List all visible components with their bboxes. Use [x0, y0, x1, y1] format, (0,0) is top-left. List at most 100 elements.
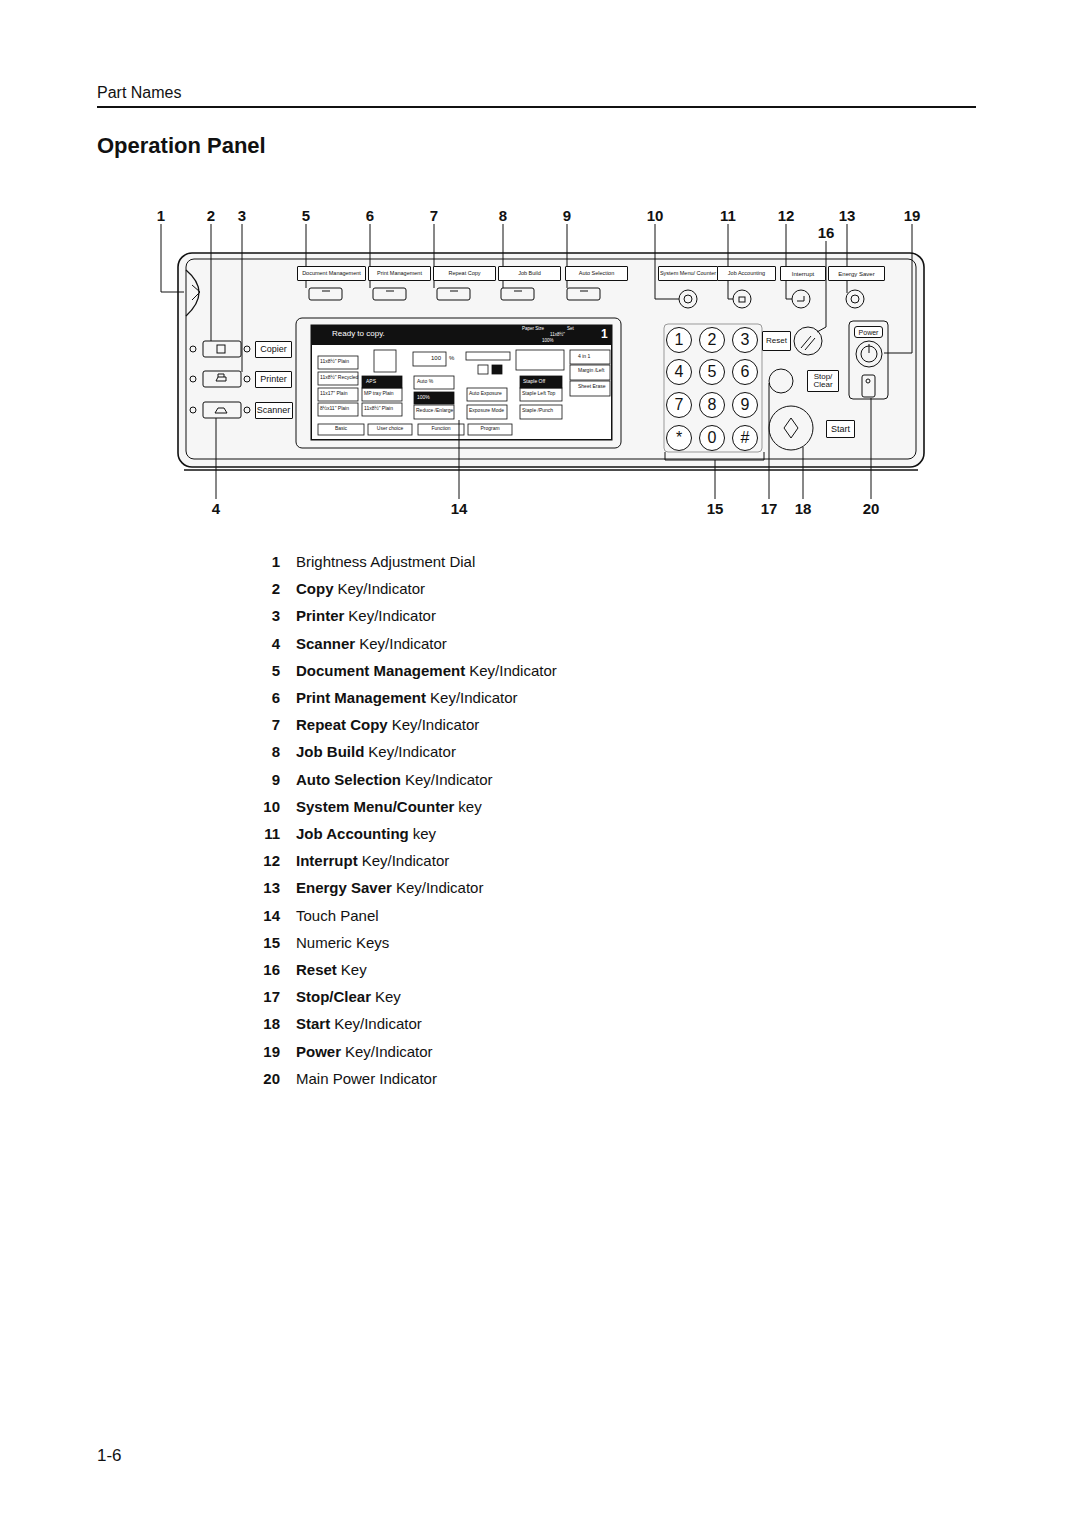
- list-number: 9: [272, 771, 280, 788]
- key-text: 0: [708, 430, 717, 446]
- screen-text: 4 in 1: [578, 354, 590, 360]
- list-number: 17: [263, 988, 280, 1005]
- list-number: 5: [272, 662, 280, 679]
- key-label-box: Job Build: [498, 266, 561, 281]
- part-name: Power: [296, 1043, 341, 1060]
- screen-text: Margin /Left: [578, 368, 604, 374]
- list-number: 16: [263, 961, 280, 978]
- screen-text: Basic: [335, 426, 347, 432]
- screen-text: Auto Exposure: [469, 391, 502, 397]
- key-text: 2: [708, 332, 717, 348]
- numeric-key: 7: [666, 392, 692, 418]
- part-description: Key: [375, 988, 401, 1005]
- part-name: Scanner: [296, 635, 355, 652]
- list-number: 12: [263, 852, 280, 869]
- key-label-box: Repeat Copy: [433, 266, 496, 281]
- part-name: Repeat Copy: [296, 716, 388, 733]
- key-text: #: [741, 430, 750, 446]
- screen-text: Reduce /Enlarge: [416, 408, 453, 414]
- numeric-key: 5: [699, 359, 725, 385]
- key-text: 8: [708, 397, 717, 413]
- screen-text: 1: [601, 328, 608, 342]
- numeric-key: 6: [732, 359, 758, 385]
- callout-number: 12: [778, 207, 795, 224]
- screen-status: Ready to copy.: [332, 330, 385, 338]
- key-text: 6: [741, 364, 750, 380]
- part-name: Copy: [296, 580, 334, 597]
- key-label-box: Power: [854, 326, 883, 338]
- part-name: Start: [296, 1015, 330, 1032]
- page-text: Part Names: [97, 84, 181, 102]
- part-name: Job Accounting: [296, 825, 409, 842]
- part-description: Key/Indicator: [338, 580, 426, 597]
- list-number: 14: [263, 907, 280, 924]
- numeric-key: 2: [699, 327, 725, 353]
- key-label-box: Start: [826, 420, 855, 438]
- key-text: *: [676, 430, 682, 446]
- key-label-box: Stop/ Clear: [807, 370, 839, 392]
- list-number: 11: [264, 825, 280, 842]
- list-number: 10: [263, 798, 280, 815]
- touch-panel: Ready to copy.: [311, 325, 612, 440]
- numeric-key: 9: [732, 392, 758, 418]
- part-description: key: [413, 825, 436, 842]
- part-description: Key: [341, 961, 367, 978]
- part-name: Stop/Clear: [296, 988, 371, 1005]
- key-text: Scanner: [257, 406, 291, 415]
- callout-number: 10: [647, 207, 664, 224]
- part-description: Main Power Indicator: [296, 1070, 437, 1087]
- callout-number: 18: [795, 500, 812, 517]
- part-name: Document Management: [296, 662, 465, 679]
- numeric-key: 8: [699, 392, 725, 418]
- callout-number: 16: [818, 224, 835, 241]
- screen-text: %: [449, 355, 454, 362]
- part-name: Print Management: [296, 689, 426, 706]
- screen-text: 8½x11" Plain: [320, 406, 349, 412]
- part-description: key: [458, 798, 481, 815]
- key-label-box: Interrupt: [780, 266, 826, 281]
- screen-text: Function: [431, 426, 450, 432]
- key-label-box: Document Management: [297, 266, 366, 281]
- callout-number: 1: [157, 207, 165, 224]
- part-description: Key/Indicator: [345, 1043, 433, 1060]
- key-text: System Menu/ Counter: [660, 271, 716, 277]
- key-text: Document Management: [302, 271, 361, 277]
- part-description: Key/Indicator: [334, 1015, 422, 1032]
- part-description: Numeric Keys: [296, 934, 389, 951]
- callout-number: 13: [839, 207, 856, 224]
- screen-text: Paper Size: [522, 326, 544, 331]
- part-description: Key/Indicator: [348, 607, 436, 624]
- page-title: Operation Panel: [97, 133, 266, 158]
- screen-text: Staple /Punch: [522, 408, 553, 414]
- key-label-box: Printer: [255, 371, 292, 388]
- screen-text: Auto %: [417, 379, 433, 385]
- key-text: Job Accounting: [728, 271, 765, 277]
- screen-text: Exposure Mode: [469, 408, 504, 414]
- key-text: 3: [741, 332, 750, 348]
- part-name: Interrupt: [296, 852, 358, 869]
- part-description: Key/Indicator: [392, 716, 480, 733]
- key-label-box: Scanner: [255, 402, 293, 419]
- callout-number: 4: [212, 500, 220, 517]
- screen-text: 100%: [542, 338, 554, 343]
- callout-number: 3: [238, 207, 246, 224]
- key-text: 4: [675, 364, 684, 380]
- list-number: 3: [272, 607, 280, 624]
- part-description: Key/Indicator: [368, 743, 456, 760]
- screen-text: Staple Left Top: [522, 391, 555, 397]
- key-text: Power: [859, 329, 879, 336]
- callout-number: 9: [563, 207, 571, 224]
- numeric-key: 3: [732, 327, 758, 353]
- screen-text: Program: [480, 426, 499, 432]
- part-description: Key/Indicator: [359, 635, 447, 652]
- part-name: Reset: [296, 961, 337, 978]
- key-label-box: Print Management: [368, 266, 431, 281]
- list-number: 7: [272, 716, 280, 733]
- list-number: 19: [263, 1043, 280, 1060]
- key-text: Stop/ Clear: [808, 373, 838, 389]
- callout-number: 6: [366, 207, 374, 224]
- part-description: Key/Indicator: [430, 689, 518, 706]
- part-name: System Menu/Counter: [296, 798, 454, 815]
- callout-number: 14: [451, 500, 468, 517]
- callout-number: 20: [863, 500, 880, 517]
